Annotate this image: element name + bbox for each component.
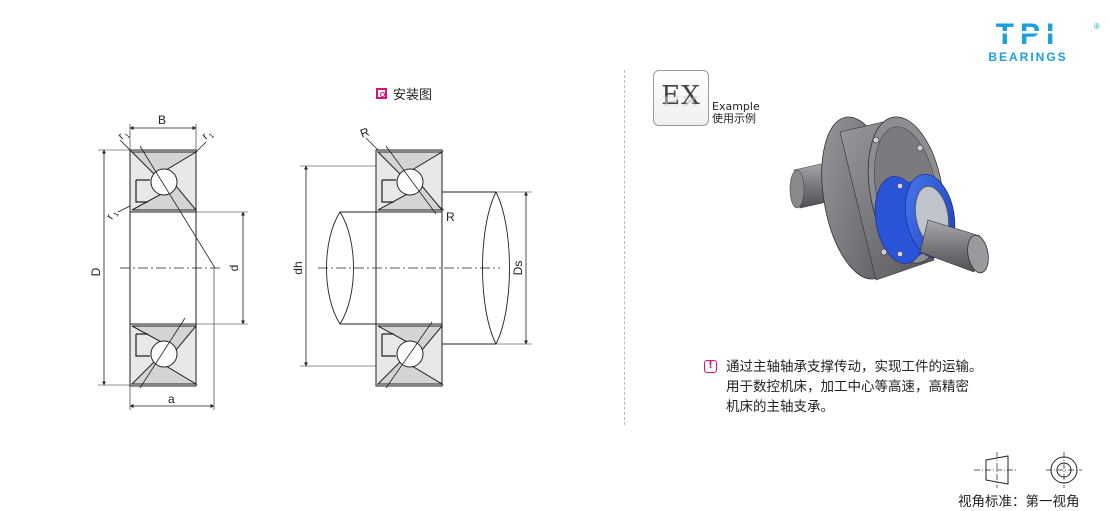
dim-label-dh: dh xyxy=(291,261,305,274)
dim-label-D: D xyxy=(89,267,103,276)
section-divider xyxy=(624,70,625,425)
dim-label-r1-top-right: r 1 xyxy=(200,131,216,142)
example-badge-reflection: EX xyxy=(661,93,701,108)
logo-brand: TPI xyxy=(996,18,1061,51)
tpi-bearings-logo: TPI ® BEARINGS xyxy=(964,18,1100,64)
logo-sub: BEARINGS xyxy=(988,50,1067,64)
bearing-section-mounted xyxy=(300,137,532,389)
section-marker-icon xyxy=(376,88,387,99)
svg-text:r: r xyxy=(200,131,211,142)
example-caption-cn: 使用示例 xyxy=(712,112,756,125)
projection-trapezoid-icon xyxy=(985,455,1009,485)
dim-label-R-top: R xyxy=(358,125,371,141)
application-illustration xyxy=(789,116,989,281)
dim-label-r1-top-left: r 1 xyxy=(116,131,132,142)
example-badge-icon: EX EX xyxy=(653,70,709,126)
svg-text:1: 1 xyxy=(124,132,132,140)
logo-mark: ® xyxy=(1094,22,1100,31)
bearing-technical-drawing: B D d a r 1 r 1 r 1 xyxy=(89,113,532,410)
example-caption-en: Example xyxy=(712,100,760,113)
bearing-section-left xyxy=(98,124,248,410)
svg-text:r: r xyxy=(104,212,116,221)
usage-line-1: 通过主轴轴承支撑传动，实现工件的运输。 xyxy=(726,359,983,375)
install-title-text: 安装图 xyxy=(393,88,433,103)
dim-label-B: B xyxy=(158,113,166,127)
notice-icon: ! xyxy=(704,360,717,373)
example-badge-text: EX xyxy=(661,81,701,111)
install-diagram-title: 安装图 xyxy=(376,84,432,103)
dim-label-a: a xyxy=(168,392,175,406)
usage-description: ! 通过主轴轴承支撑传动，实现工件的运输。 用于数控机床，加工中心等高速，高精密… xyxy=(704,357,1044,417)
usage-line-3: 机床的主轴支承。 xyxy=(726,399,834,415)
view-standard-caption: 视角标准：第一视角 xyxy=(958,494,1080,510)
svg-text:1: 1 xyxy=(113,211,121,218)
svg-text:1: 1 xyxy=(208,132,216,140)
dim-label-r1-side: r 1 xyxy=(104,211,121,221)
dim-label-Ds: Ds xyxy=(511,261,525,276)
svg-text:r: r xyxy=(116,131,127,142)
dim-label-d: d xyxy=(227,265,241,272)
usage-line-2: 用于数控机床，加工中心等高速，高精密 xyxy=(726,379,969,395)
first-angle-projection-icon xyxy=(974,452,1082,488)
example-caption: Example 使用示例 xyxy=(712,101,760,125)
dim-label-R-inner: R xyxy=(446,210,455,224)
logo-stripe xyxy=(964,31,1092,34)
